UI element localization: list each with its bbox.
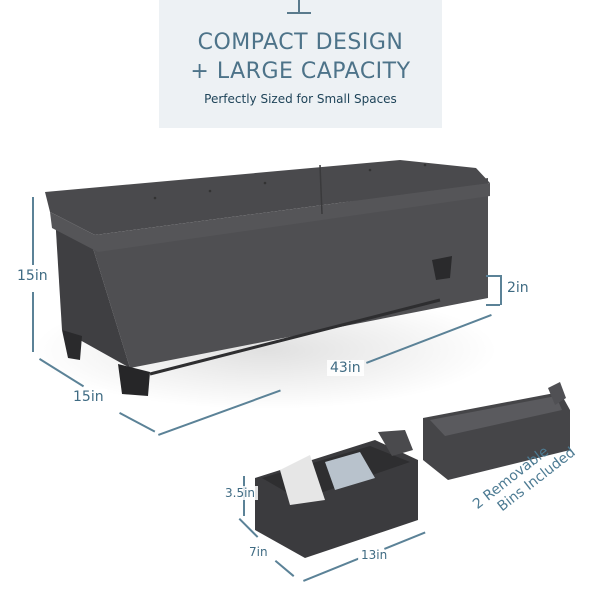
bench-height-label: 15in <box>14 268 51 284</box>
banner-tick-base <box>287 12 311 14</box>
height-dimension-line <box>32 197 34 265</box>
bin-depth-label: 7in <box>246 545 271 559</box>
headline-banner: COMPACT DESIGN + LARGE CAPACITY Perfectl… <box>159 0 442 128</box>
subheadline: Perfectly Sized for Small Spaces <box>204 92 397 106</box>
leg-bracket-line <box>500 275 502 305</box>
height-dimension-line-lower <box>32 292 34 352</box>
leg-height-label: 2in <box>504 280 532 296</box>
bench-depth-label: 15in <box>70 389 107 405</box>
leg-bracket-top <box>486 275 500 277</box>
headline-line-1: COMPACT DESIGN <box>197 30 404 55</box>
banner-tick <box>298 0 300 12</box>
bin-width-label: 13in <box>358 548 391 562</box>
bin-height-label: 3.5in <box>222 486 259 500</box>
leg-bracket-bottom <box>486 304 500 306</box>
headline-line-2: + LARGE CAPACITY <box>190 59 411 84</box>
bench-width-label: 43in <box>327 360 364 376</box>
